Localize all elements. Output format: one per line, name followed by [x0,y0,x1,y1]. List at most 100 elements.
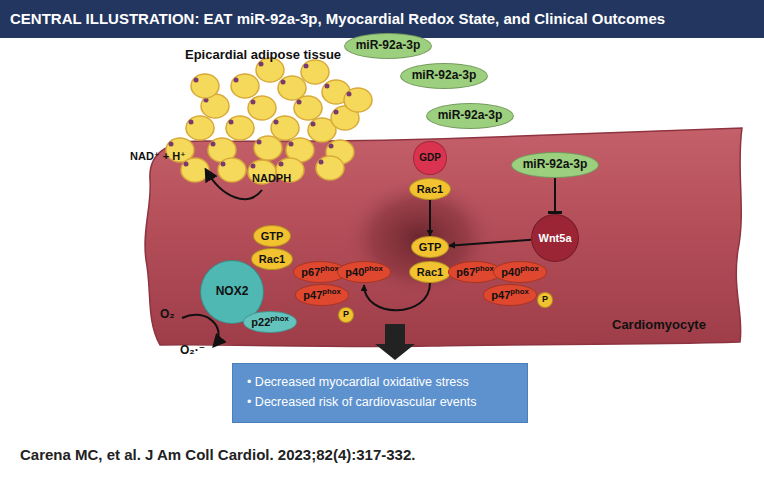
node-text-line: Rac1 [259,253,285,265]
node-text: p40 [345,266,364,278]
adipocyte [218,158,246,182]
wnt5a-circle: Wnt5a [531,214,579,262]
node-text-line: miR-92a-3p [523,158,588,171]
adipocyte [248,96,276,120]
phosphate-dot: P [537,292,553,308]
adipocyte-nucleus [221,162,226,167]
microrna-bubble: miR-92a-3p [400,63,488,89]
phox-subunit: p47phox [483,284,538,306]
adipocyte-nucleus [325,84,330,89]
node-text-line: p40phox [501,266,538,278]
adipocyte-nucleus [259,62,264,67]
adipocyte-nucleus [229,120,234,125]
adipocyte [316,156,344,180]
adipocyte-nucleus [184,162,189,167]
node-text: • Decreased myocardial oxidative stress [247,376,469,390]
node-text: p67 [301,266,320,278]
node-text-line: p47phox [491,289,528,301]
adipocyte [191,74,219,98]
superscript: phox [364,264,382,273]
node-text-line: p22phox [251,316,288,328]
adipocyte-nucleus [234,78,239,83]
node-text: P [343,309,349,319]
adipocyte-nucleus [189,120,194,125]
molecule-label: O₂ [160,308,175,322]
p22phox-bubble: p22phox [243,311,298,333]
adipocyte-nucleus [319,160,324,165]
tissue-label: Epicardial adipose tissue [185,48,341,63]
phox-subunit: p40phox [493,261,548,283]
node-text: p47 [303,289,322,301]
node-text: Wnt5a [539,232,572,244]
microrna-bubble: miR-92a-3p [344,33,432,59]
adipocyte-nucleus [334,110,339,115]
adipocyte-nucleus [279,162,284,167]
node-text-line: NOX2 [216,285,249,298]
adipocyte [301,60,329,84]
node-text: Rac1 [259,253,285,265]
node-text-line: miR-92a-3p [412,69,477,82]
superscript: phox [520,264,538,273]
node-text: Rac1 [417,183,443,195]
adipocyte-nucleus [194,78,199,83]
cofactor-label: NAD⁺ + H⁺ [130,150,186,163]
node-text: miR-92a-3p [438,108,503,122]
node-text-line: GTP [419,241,442,253]
phox-subunit: p40phox [337,261,392,283]
node-text-line: p67phox [301,266,338,278]
node-text: miR-92a-3p [523,157,588,171]
node-text-line: miR-92a-3p [356,39,421,52]
activation-arrow [429,200,431,236]
node-text-line: p67phox [456,266,493,278]
adipocyte [186,116,214,140]
node-text: P [542,294,548,304]
node-text: NOX2 [216,284,249,298]
molecule-label: O₂·⁻ [180,344,205,358]
node-text: GTP [419,241,442,253]
adipocyte [226,116,254,140]
adipocyte [344,88,372,112]
node-text-line: GDP [419,152,441,163]
activation-arrow [449,240,531,246]
adipocyte-nucleus [289,142,294,147]
node-text-line: P [343,310,349,320]
node-text: p22 [251,316,270,328]
adipocyte-nucleus [297,100,302,105]
adipocyte-nucleus [257,140,262,145]
adipocyte-nucleus [329,144,334,149]
node-text-line: p47phox [303,289,340,301]
cell-label: Cardiomyocyte [612,318,706,333]
adipocyte [294,96,322,120]
adipocyte [271,116,299,140]
activation-arrow [364,283,430,310]
node-text-line: Wnt5a [539,232,572,244]
adipocyte-nucleus [211,142,216,147]
superscript: phox [270,314,288,323]
adipocyte-nucleus [169,142,174,147]
node-text-line: miR-92a-3p [438,109,503,122]
cardiomyocyte-cell [145,128,742,347]
node-text-line: p40phox [345,266,382,278]
node-text-line: P [542,295,548,305]
node-text: • Decreased risk of cardiovascular event… [247,396,476,410]
microrna-bubble: miR-92a-3p [426,103,514,129]
node-text: p40 [501,266,520,278]
phosphate-dot: P [338,307,354,323]
gtp-bubble: GTP [253,225,291,247]
superscript: phox [475,264,493,273]
superoxide-arrow [182,315,219,346]
node-text: GTP [261,230,284,242]
rac1-bubble: Rac1 [409,178,451,200]
node-text: miR-92a-3p [412,68,477,82]
adipocyte-nucleus [281,80,286,85]
node-text-line: Rac1 [417,183,443,195]
superscript: phox [510,287,528,296]
node-text: GDP [419,152,441,163]
adipose-cells [166,58,372,184]
node-text: miR-92a-3p [356,38,421,52]
rac1-bubble: Rac1 [251,248,293,270]
inhibition-line [554,178,556,214]
outcome-box: • Decreased myocardial oxidative stress •… [232,363,528,423]
gdp-circle: GDP [413,141,446,174]
